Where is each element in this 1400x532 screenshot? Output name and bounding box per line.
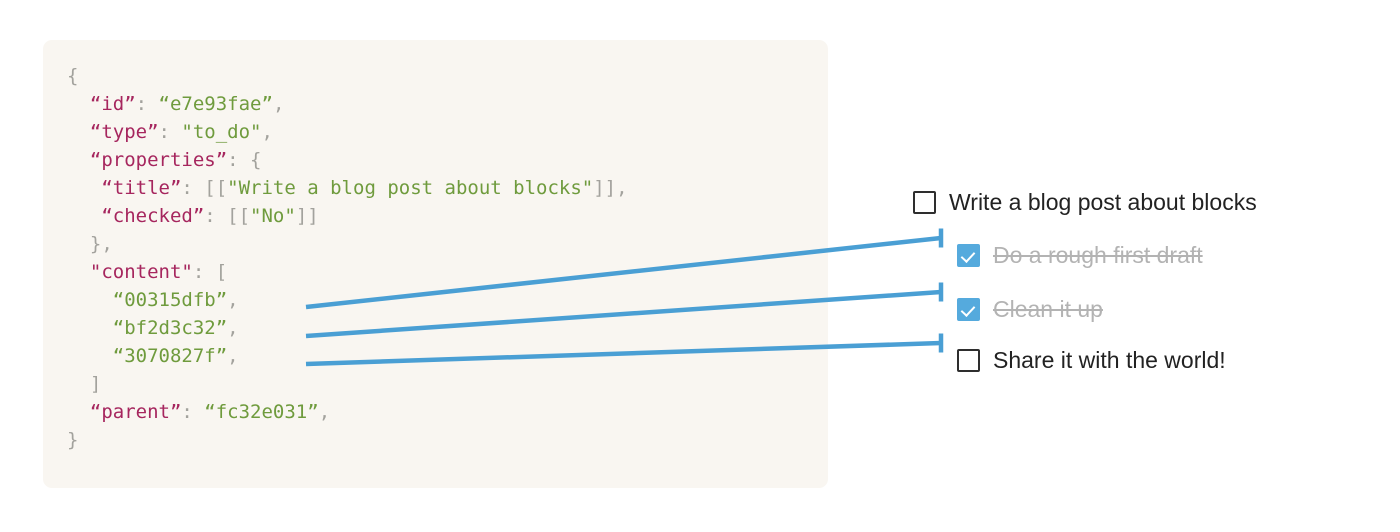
code-line: “type”: "to_do", [67,118,628,146]
todo-item-label: Clean it up [993,296,1103,322]
code-token-p: { [67,65,79,87]
checkbox-unchecked-icon[interactable] [913,190,936,214]
todo-item[interactable]: Clean it up [957,292,1103,326]
code-token-s: “3070827f” [112,345,228,367]
code-token-p: , [227,345,239,367]
code-token-p [67,93,90,115]
code-token-p: : [ [192,261,228,283]
code-token-p: : { [227,149,262,171]
code-line: “properties”: { [67,146,628,174]
code-token-p: ]] [295,205,319,227]
code-token-p [67,401,90,423]
code-line: “bf2d3c32”, [67,314,628,342]
code-token-p: : [135,93,159,115]
code-token-p [67,261,90,283]
todo-item-label: Write a blog post about blocks [949,189,1257,215]
code-token-p [67,121,90,143]
code-line: “00315dfb”, [67,286,628,314]
code-token-s: "No" [250,205,296,227]
code-line: ] [67,370,628,398]
code-line: “id”: “e7e93fae”, [67,90,628,118]
code-line: } [67,426,628,454]
json-code-panel: { “id”: “e7e93fae”, “type”: "to_do", “pr… [43,40,828,488]
code-token-p [67,149,90,171]
code-token-p: } [67,429,79,451]
code-token-k: “type” [89,121,159,143]
code-token-p [67,177,101,199]
todo-item-label: Do a rough first draft [993,242,1203,268]
code-token-p: ] [67,373,102,395]
todo-item[interactable]: Write a blog post about blocks [913,185,1257,219]
code-line: “3070827f”, [67,342,628,370]
code-token-p: : [181,401,205,423]
code-token-p [67,317,113,339]
code-token-s: "to_do" [181,121,262,143]
code-token-p: , [318,401,331,423]
code-token-p: : [[ [204,205,251,227]
code-token-k: “properties” [89,149,228,171]
todo-item[interactable]: Do a rough first draft [957,238,1203,272]
code-line: “parent”: “fc32e031”, [67,398,628,426]
code-token-s: “e7e93fae” [158,93,273,115]
code-token-p: ]], [593,177,628,199]
code-token-p: : [[ [181,177,228,199]
json-code-block: { “id”: “e7e93fae”, “type”: "to_do", “pr… [67,62,628,454]
code-token-k: “checked” [101,205,205,227]
code-token-p: : [158,121,182,143]
code-line: “checked”: [["No"]] [67,202,628,230]
checkbox-checked-icon[interactable] [957,243,980,267]
code-token-s: “00315dfb” [112,289,228,311]
code-token-s: “fc32e031” [204,401,319,423]
code-token-p [67,345,113,367]
todo-item[interactable]: Share it with the world! [957,343,1226,377]
code-token-k: “id” [89,93,136,115]
code-token-p: , [272,93,285,115]
code-token-k: “title” [101,177,182,199]
code-token-k: "content" [89,261,193,283]
code-token-k: “parent” [89,401,182,423]
code-token-p: , [261,121,273,143]
code-line: }, [67,230,628,258]
checkbox-checked-icon[interactable] [957,297,980,321]
code-token-p: , [227,317,239,339]
code-token-s: "Write a blog post about blocks" [227,177,594,199]
code-line: "content": [ [67,258,628,286]
code-token-p: , [227,289,239,311]
code-token-p [67,205,101,227]
todo-item-label: Share it with the world! [993,347,1226,373]
code-token-p [67,289,113,311]
code-token-s: “bf2d3c32” [112,317,228,339]
code-line: { [67,62,628,90]
checkbox-unchecked-icon[interactable] [957,348,980,372]
code-token-p: }, [67,233,113,255]
code-line: “title”: [["Write a blog post about bloc… [67,174,628,202]
